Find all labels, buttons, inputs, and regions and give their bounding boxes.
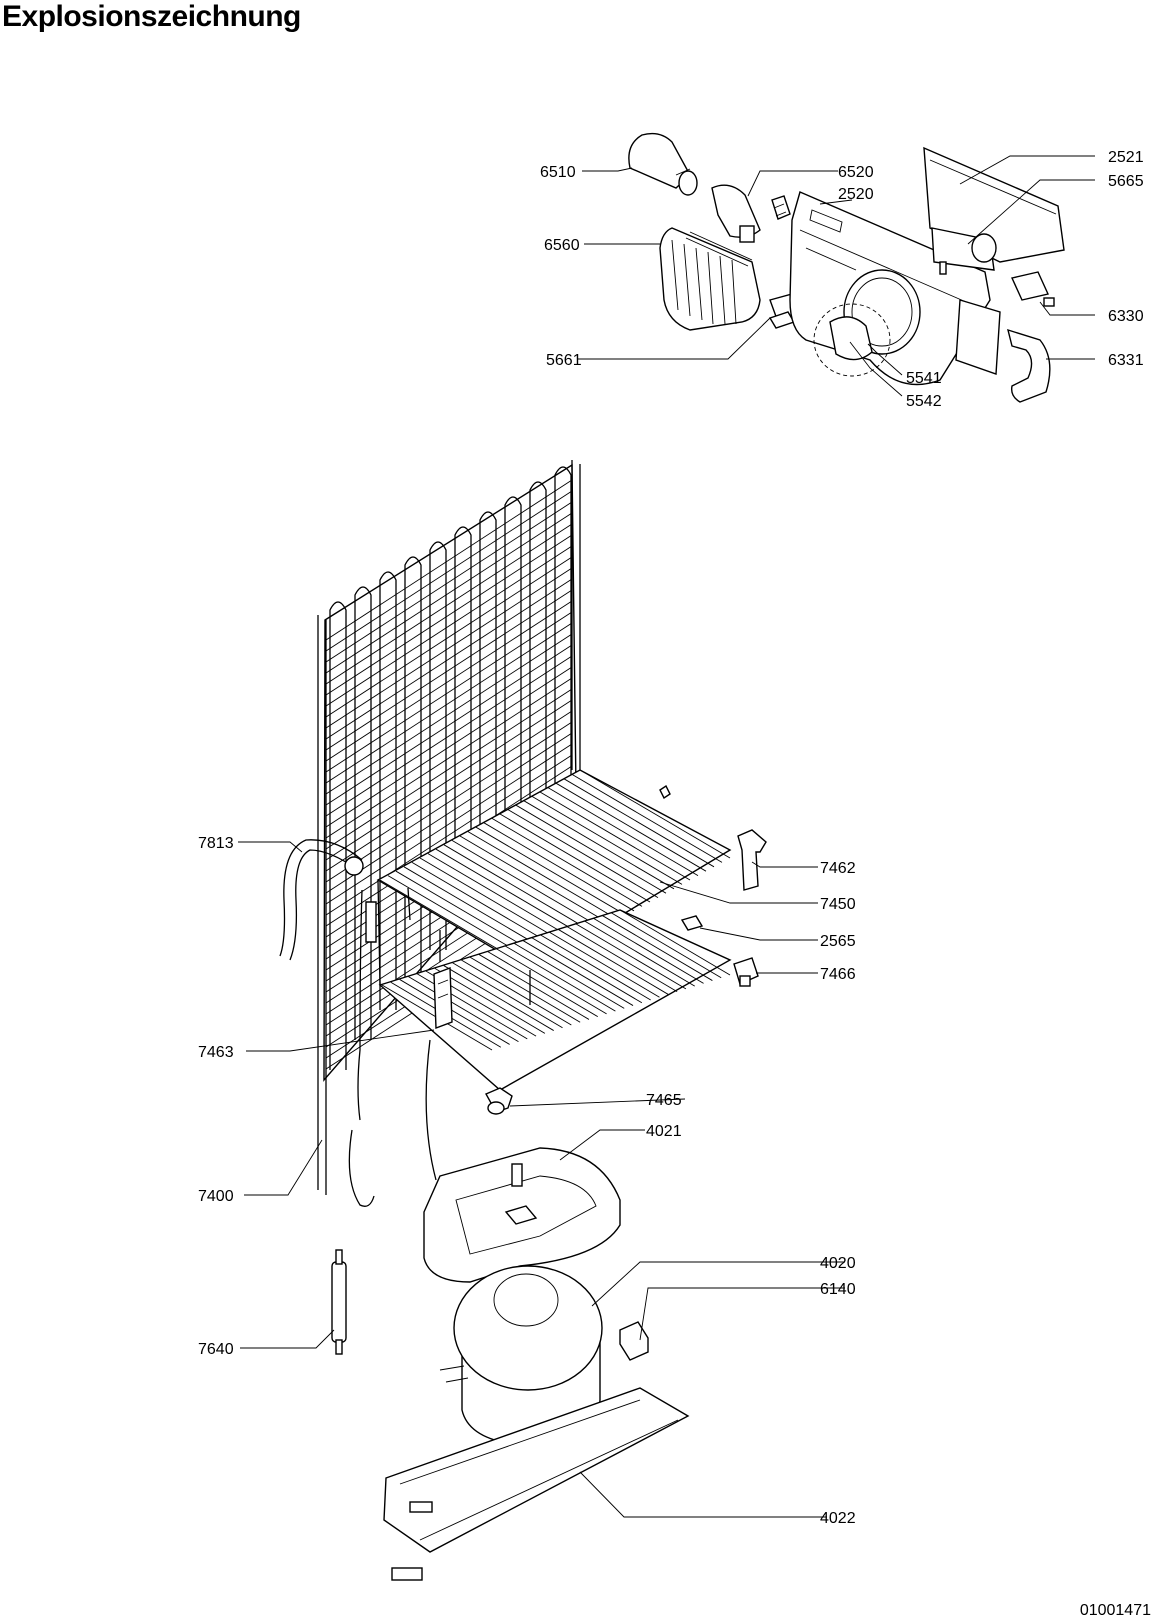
holder-7462 — [737, 829, 767, 891]
document-number: 01001471 — [1079, 1602, 1151, 1619]
connector-6330 — [1011, 271, 1055, 307]
label-6331: 6331 — [1108, 352, 1144, 369]
label-7640: 7640 — [198, 1341, 234, 1358]
label-6140: 6140 — [820, 1281, 856, 1298]
label-7463: 7463 — [198, 1044, 234, 1061]
suction-tube-7813 — [279, 839, 364, 961]
label-7462: 7462 — [820, 860, 856, 877]
label-6520: 6520 — [838, 164, 874, 181]
holder-7466 — [733, 957, 759, 987]
label-7400: 7400 — [198, 1188, 234, 1205]
label-6560: 6560 — [544, 237, 580, 254]
label-5541: 5541 — [906, 370, 942, 387]
lamp-cover-6560 — [659, 227, 761, 331]
label-2520: 2520 — [838, 186, 874, 203]
trim-6331 — [1007, 328, 1051, 403]
knob-5541 — [813, 303, 891, 377]
label-2521: 2521 — [1108, 149, 1144, 166]
label-5542: 5542 — [906, 393, 942, 410]
lamp-bulb-6510 — [628, 132, 698, 196]
drip-tray-4021 — [423, 1147, 621, 1283]
clip-part — [771, 195, 791, 220]
label-6510: 6510 — [540, 164, 576, 181]
label-5661: 5661 — [546, 352, 582, 369]
lamp-socket-6520 — [711, 184, 761, 243]
label-4022: 4022 — [820, 1510, 856, 1527]
label-2565: 2565 — [820, 933, 856, 950]
part-labels: 6510 6520 2520 2521 5665 6560 6330 6331 … — [198, 149, 1144, 1527]
label-7450: 7450 — [820, 896, 856, 913]
base-plate-4022 — [383, 1387, 690, 1581]
label-5665: 5665 — [1108, 173, 1144, 190]
drier-7640 — [331, 1249, 347, 1355]
page-title: Explosionszeichnung — [2, 0, 301, 33]
evaporator-7450 — [376, 769, 732, 1091]
label-7813: 7813 — [198, 835, 234, 852]
clip-2565 — [680, 915, 704, 931]
label-4021: 4021 — [646, 1123, 682, 1140]
label-6330: 6330 — [1108, 308, 1144, 325]
leader-lines — [238, 155, 1095, 1518]
label-7465: 7465 — [646, 1092, 682, 1109]
label-7466: 7466 — [820, 966, 856, 983]
relay-6140 — [619, 1321, 649, 1361]
drier-tube — [348, 889, 437, 1207]
thermostat-5665 — [931, 227, 997, 275]
clip-small — [659, 784, 671, 800]
side-bracket — [955, 299, 1001, 375]
label-4020: 4020 — [820, 1255, 856, 1272]
holder-7465 — [485, 1087, 513, 1115]
holder-7463 — [433, 967, 453, 1029]
